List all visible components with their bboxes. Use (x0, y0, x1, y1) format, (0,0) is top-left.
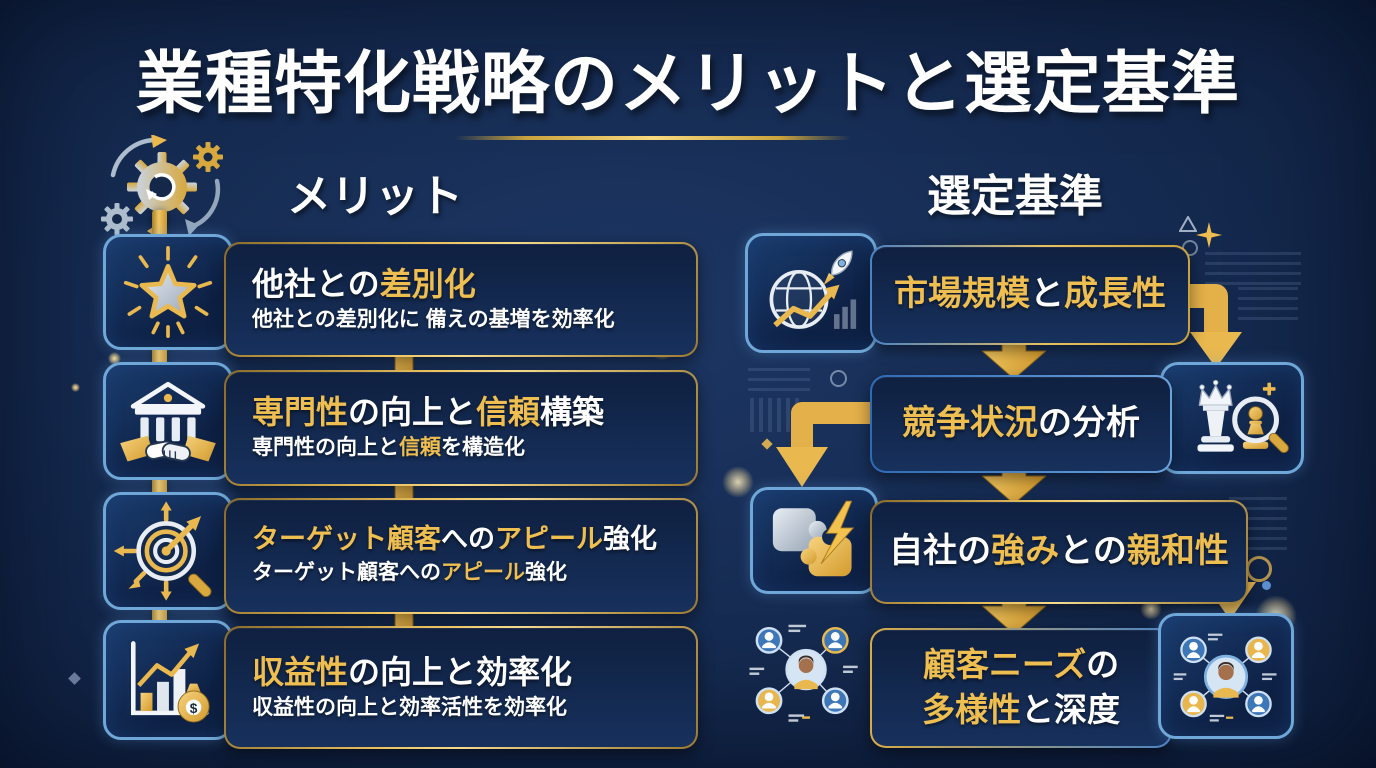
merit-subtitle: 他社との差別化に 備えの基増を効率化 (252, 307, 615, 331)
merit-box-target-appeal: ターゲット顧客へのアピール強化 ターゲット顧客へのアピール強化 (224, 498, 698, 614)
four-point-sparkle-icon (1196, 222, 1222, 248)
merit-column-header: メリット (287, 172, 463, 221)
merit-box-expertise: 専門性の向上と信頼構築 専門性の向上と信頼を構造化 (224, 370, 698, 486)
criteria-box-affinity: 自社の強みとの親和性 (870, 500, 1248, 604)
star-burst-icon (103, 234, 233, 350)
criteria-title: 自社の強みとの親和性 (889, 532, 1229, 571)
merit-title: 収益性の向上と効率化 (252, 653, 573, 690)
criteria-box-competition: 競争状況の分析 (870, 375, 1172, 473)
criteria-box-market: 市場規模と成長性 (870, 245, 1190, 345)
merit-title: ターゲット顧客へのアピール強化 (252, 524, 657, 555)
bokeh-dot (680, 474, 693, 487)
merit-title: 他社との差別化 (252, 265, 476, 302)
target-arrow-icon (103, 492, 233, 610)
elbow-arrow-competition-to-puzzle (776, 402, 884, 487)
criteria-title: 市場規模と成長性 (894, 275, 1166, 314)
merit-subtitle: 収益性の向上と効率活性を効率化 (252, 695, 567, 719)
criteria-title-line2: 多様性と深度 (922, 691, 1120, 728)
page-title: 業種特化戦略のメリットと選定基準 (135, 46, 1240, 122)
circle-outline-deco (830, 370, 847, 387)
circle-outline-deco (1246, 556, 1272, 582)
criteria-title-line1: 顧客ニーズの (922, 646, 1120, 684)
globe-rocket-growth-icon (745, 233, 877, 353)
circle-outline-deco (1182, 240, 1198, 256)
code-text-deco (748, 368, 810, 396)
diamond-deco (68, 672, 81, 685)
title-underline (455, 136, 851, 140)
bokeh-dot (71, 383, 80, 392)
merit-box-differentiation: 他社との差別化 他社との差別化に 備えの基増を効率化 (224, 242, 698, 357)
svg-text:$: $ (190, 701, 198, 716)
people-cluster-icon (749, 624, 858, 722)
code-text-deco (1238, 287, 1298, 320)
chess-magnifier-icon (1160, 362, 1304, 474)
criteria-box-customer-needs: 顧客ニーズの 多様性と深度 (870, 628, 1172, 748)
people-network-icon (1158, 613, 1294, 739)
bank-handshake-icon (103, 362, 233, 480)
merit-subtitle: ターゲット顧客へのアピール強化 (252, 561, 567, 585)
chart-money-icon: $ (103, 620, 233, 740)
sparkle-glow (722, 466, 754, 498)
code-text-deco (1205, 252, 1301, 286)
criteria-title: 競争状況の分析 (902, 404, 1140, 443)
puzzle-lightning-icon (750, 487, 878, 594)
sparkle-glow (1140, 598, 1162, 620)
criteria-column-header: 選定基準 (927, 172, 1103, 221)
merit-box-profitability: 収益性の向上と効率化 収益性の向上と効率活性を効率化 (224, 626, 698, 749)
triangle-outline-icon (1179, 216, 1197, 232)
merit-subtitle: 専門性の向上と信頼を構造化 (252, 436, 525, 460)
merit-title: 専門性の向上と信頼構築 (252, 394, 605, 431)
blue-dot-deco (1262, 581, 1271, 590)
bokeh-dot (108, 352, 121, 365)
elbow-arrow-market-to-chess (1168, 284, 1242, 368)
